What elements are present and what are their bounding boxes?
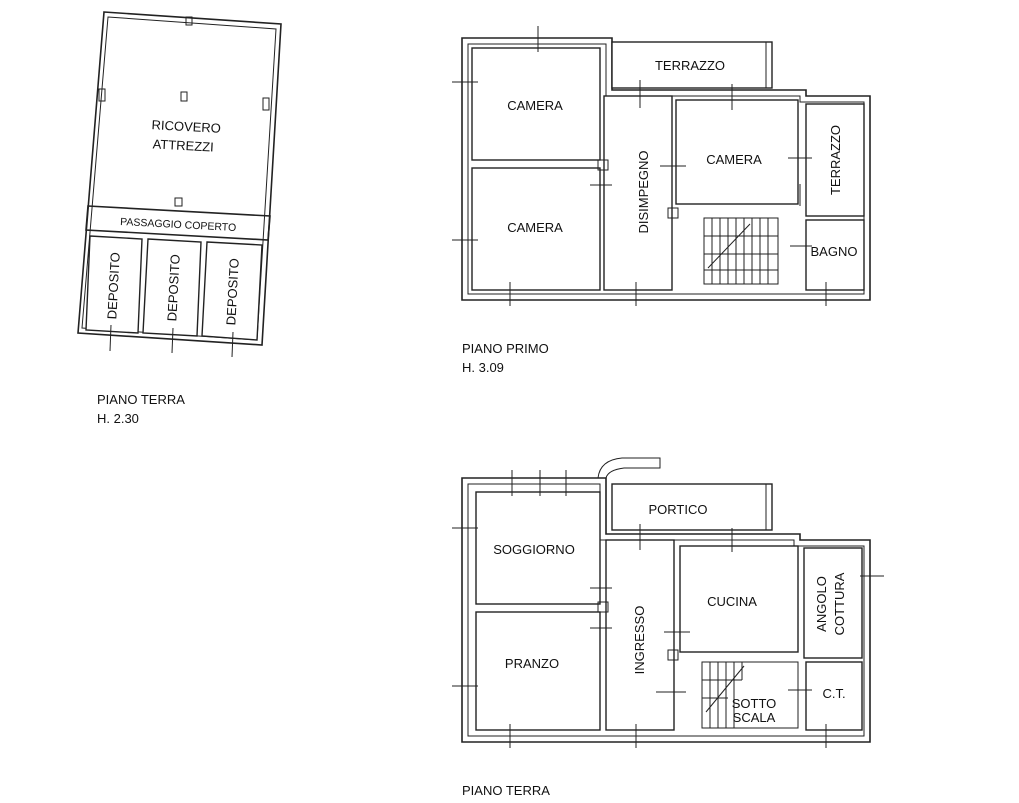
room-label-deposito-2: DEPOSITO xyxy=(164,254,182,322)
room-label-soggiorno: SOGGIORNO xyxy=(493,542,575,557)
pranzo-room xyxy=(475,611,601,731)
ground-floor-outer-wall xyxy=(461,477,871,743)
plan-first-floor: CAMERA CAMERA CAMERA TERRAZZO TERRAZZO D… xyxy=(452,26,871,375)
portico xyxy=(611,483,773,531)
room-label-camera-1: CAMERA xyxy=(507,98,563,113)
deposito-room-1 xyxy=(85,235,143,334)
room-label-terrazzo-top: TERRAZZO xyxy=(655,58,725,73)
pillar xyxy=(180,91,188,102)
room-label-deposito-1: DEPOSITO xyxy=(104,252,122,320)
stair xyxy=(703,217,779,285)
camera-room-2 xyxy=(471,167,601,291)
room-label-bagno: BAGNO xyxy=(811,244,858,259)
room-label-camera-2: CAMERA xyxy=(507,220,563,235)
pillar xyxy=(667,207,679,219)
soggiorno-room xyxy=(475,491,601,605)
angolo-cottura-room xyxy=(803,547,863,659)
ingresso-room xyxy=(605,539,675,731)
bagno-room xyxy=(805,219,865,291)
room-label-cottura: COTTURA xyxy=(832,572,847,635)
camera-room-1 xyxy=(471,47,601,161)
room-label-pranzo: PRANZO xyxy=(505,656,559,671)
disimpegno-room xyxy=(603,95,673,291)
plan-outbuilding: RICOVERO ATTREZZI PASSAGGIO COPERTO DEPO… xyxy=(77,11,282,426)
first-floor-inner-wall xyxy=(467,43,865,295)
room-label-disimpegno: DISIMPEGNO xyxy=(636,150,651,233)
terrazzo-top-rail xyxy=(765,41,773,89)
plan-caption-first-floor: PIANO PRIMO xyxy=(462,341,549,356)
camera-room-3 xyxy=(675,99,799,205)
room-label-portico: PORTICO xyxy=(649,502,708,517)
room-label-deposito-3: DEPOSITO xyxy=(223,258,241,326)
deposito-room-3 xyxy=(201,241,263,341)
room-label-camera-3: CAMERA xyxy=(706,152,762,167)
room-label-ct: C.T. xyxy=(822,686,845,701)
chimney xyxy=(597,457,661,479)
pillar xyxy=(185,16,193,26)
room-label-scala: SCALA xyxy=(733,710,776,725)
covered-passage xyxy=(85,205,271,241)
room-label-passaggio: PASSAGGIO COPERTO xyxy=(120,216,237,234)
terrazzo-side xyxy=(805,103,865,217)
plan-height-outbuilding: H. 2.30 xyxy=(97,411,139,426)
pillar xyxy=(597,601,609,613)
plan-caption-outbuilding: PIANO TERRA xyxy=(97,392,185,407)
room-label-cucina: CUCINA xyxy=(707,594,757,609)
portico-rail xyxy=(765,483,773,531)
room-label-attrezzi: ATTREZZI xyxy=(152,136,214,154)
pillar xyxy=(667,649,679,661)
terrazzo-top xyxy=(611,41,773,89)
pillar xyxy=(98,88,106,102)
door-mark xyxy=(231,331,234,358)
cucina-room xyxy=(679,545,799,653)
pillar xyxy=(262,97,270,111)
plan-ground-floor: SOGGIORNO PORTICO CUCINA ANGOLO COTTURA … xyxy=(452,457,884,798)
room-label-ricovero: RICOVERO xyxy=(151,117,221,136)
stair xyxy=(701,661,799,729)
room-label-terrazzo-side: TERRAZZO xyxy=(828,125,843,195)
ct-room xyxy=(805,661,863,731)
room-label-sotto: SOTTO xyxy=(732,696,777,711)
room-label-angolo: ANGOLO xyxy=(814,576,829,632)
door-mark xyxy=(109,324,112,352)
plan-height-first-floor: H. 3.09 xyxy=(462,360,504,375)
plan-caption-ground-floor: PIANO TERRA xyxy=(462,783,550,798)
pillar xyxy=(597,159,609,171)
door-mark xyxy=(171,327,174,354)
room-label-ingresso: INGRESSO xyxy=(632,606,647,675)
deposito-room-2 xyxy=(142,238,202,337)
pillar xyxy=(174,197,183,207)
